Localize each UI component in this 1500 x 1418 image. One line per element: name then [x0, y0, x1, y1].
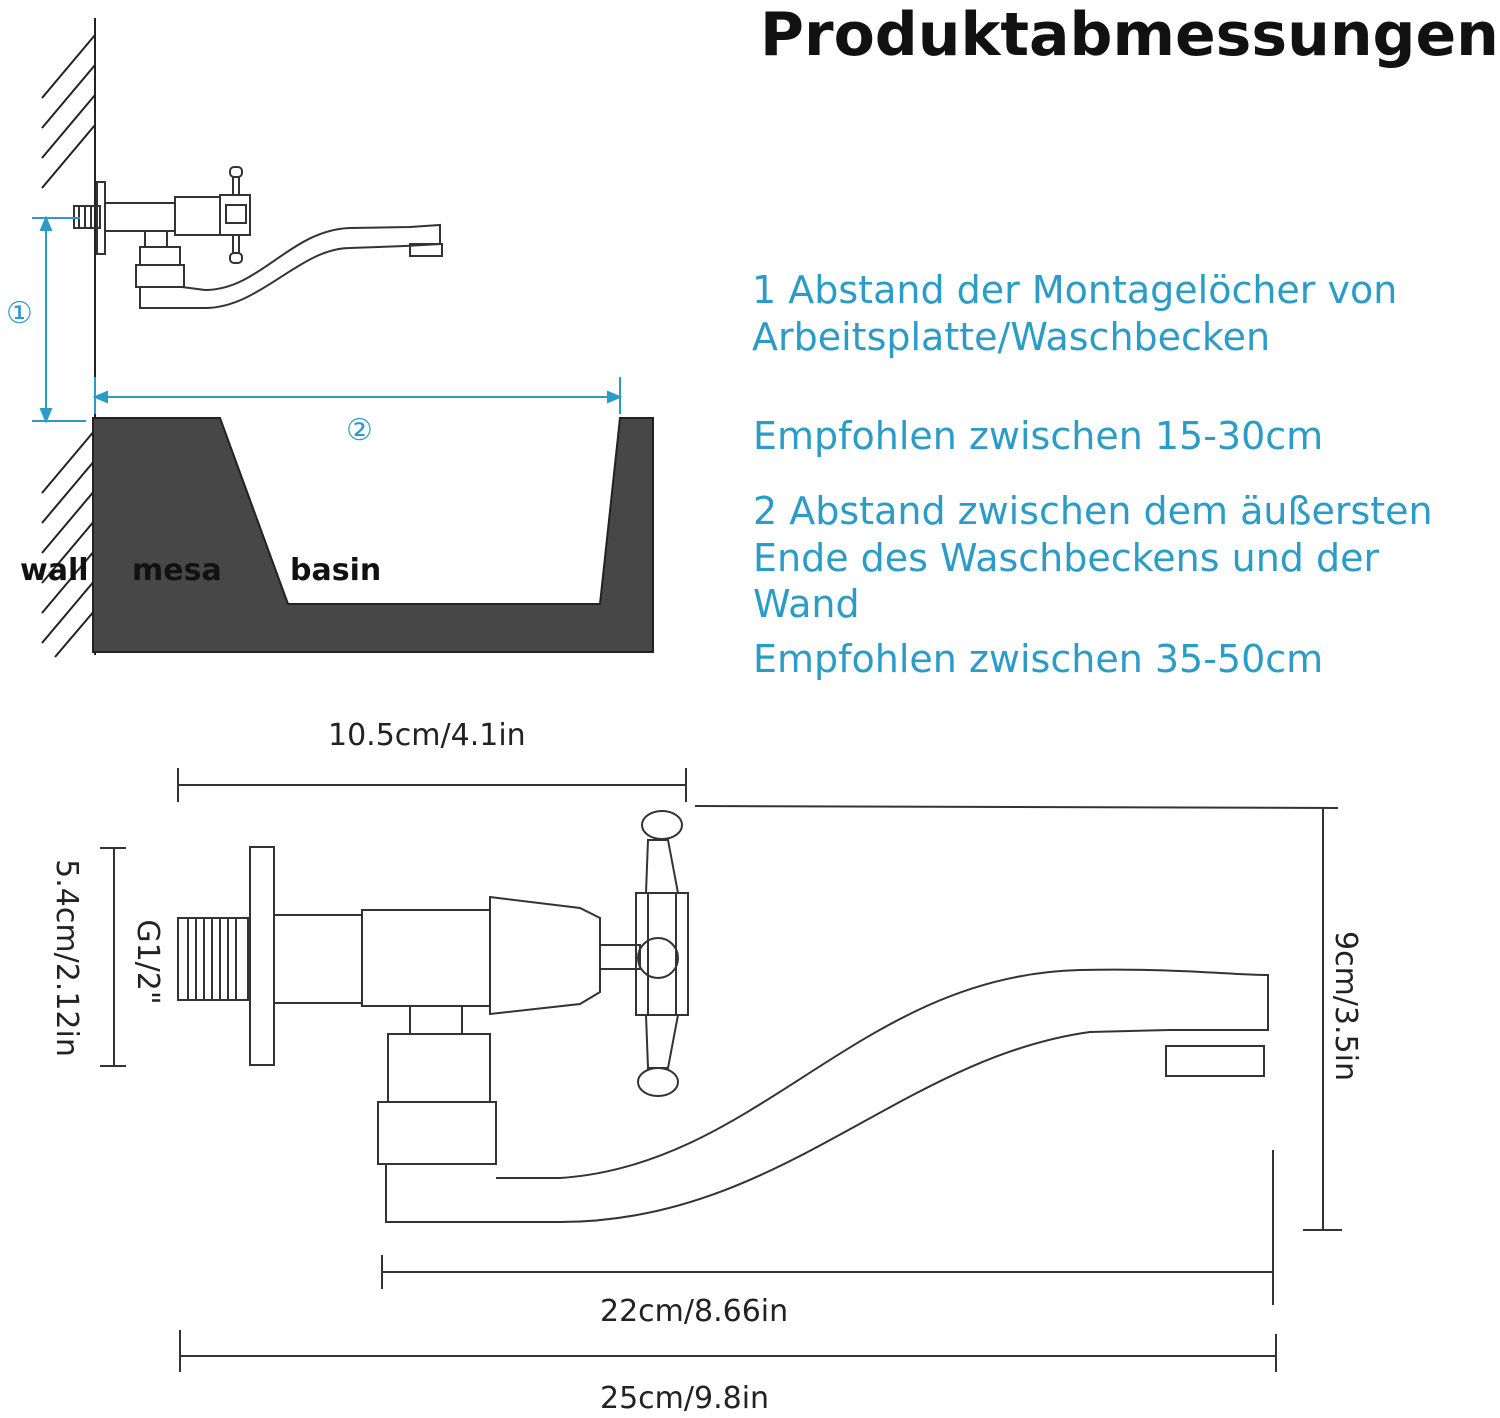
note-1-line-2: Arbeitsplatte/Waschbecken — [752, 315, 1271, 359]
note-2-line-3: Wand — [753, 582, 860, 626]
small-faucet — [73, 166, 443, 309]
note-2-line-2: Ende des Waschbeckens und der — [753, 536, 1380, 580]
basin-label: basin — [290, 553, 382, 588]
dimension-lines — [100, 768, 1342, 1372]
note-2-recommendation: Empfohlen zwischen 35-50cm — [753, 637, 1324, 681]
dimension-spout-length: 22cm/8.66in — [600, 1294, 789, 1329]
dimension-1-arrow — [32, 215, 86, 424]
dimension-2-arrow — [92, 377, 623, 414]
dimension-left-height: 5.4cm/2.12in — [49, 859, 84, 1057]
wall-label: wall — [20, 553, 89, 588]
note-2-line-1: 2 Abstand zwischen dem äußersten — [753, 489, 1433, 533]
dimension-top-width: 10.5cm/4.1in — [328, 718, 526, 753]
large-faucet — [177, 810, 1269, 1223]
note-1-line-1: 1 Abstand der Montagelöcher von — [752, 268, 1398, 312]
thread-size-label: G1/2" — [130, 919, 165, 1005]
page-title: Produktabmessungen — [760, 0, 1499, 70]
counter-and-basin — [92, 417, 654, 653]
mesa-label: mesa — [132, 553, 222, 588]
dimension-total-length: 25cm/9.8in — [600, 1381, 770, 1416]
dimension-right-height: 9cm/3.5in — [1328, 931, 1363, 1081]
marker-two: ② — [346, 413, 373, 448]
note-1-recommendation: Empfohlen zwischen 15-30cm — [753, 414, 1324, 458]
marker-one: ① — [6, 296, 33, 331]
